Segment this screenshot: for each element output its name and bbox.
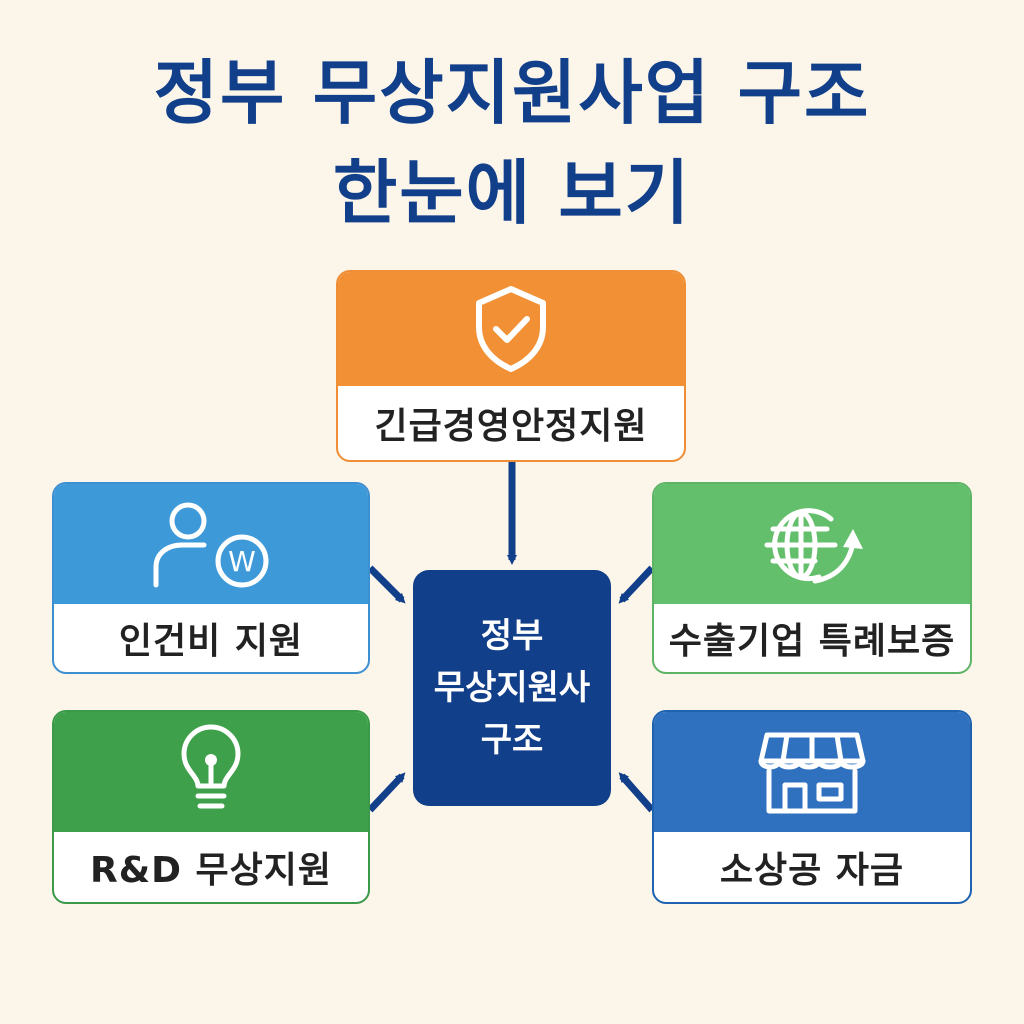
card-emergency-header: [338, 272, 684, 386]
card-export-guarantee: 수출기업 특례보증: [652, 482, 972, 674]
card-rnd-header: [54, 712, 368, 832]
card-smallbiz-fund: 소상공 자금: [652, 710, 972, 904]
arrow-from-smallbiz: [618, 772, 655, 813]
card-labor-label: 인건비 지원: [118, 621, 304, 662]
person-won-icon: W: [153, 502, 269, 588]
lightbulb-icon: [181, 724, 241, 809]
arrow-from-export: [618, 565, 655, 604]
storefront-icon: [758, 732, 866, 814]
card-export-header: [654, 484, 970, 604]
arrow-from-rnd: [367, 772, 406, 813]
center-line-3: 구조: [480, 720, 544, 760]
page-title-line-2: 한눈에 보기: [332, 152, 692, 234]
page-title-line-1: 정부 무상지원사업 구조: [153, 52, 871, 134]
center-line-2: 무상지원사: [433, 668, 591, 708]
center-hub-box: 정부 무상지원사 구조: [413, 570, 611, 806]
card-emergency-support: 긴급경영안정지원: [336, 270, 686, 462]
card-rnd-support: R&D 무상지원: [52, 710, 370, 904]
shield-check-icon: [476, 286, 546, 372]
card-labor-header: W: [54, 484, 368, 604]
card-rnd-label: R&D 무상지원: [89, 850, 332, 891]
won-symbol: W: [228, 545, 256, 578]
card-smallbiz-header: [654, 712, 970, 832]
card-smallbiz-label: 소상공 자금: [719, 850, 905, 891]
center-line-1: 정부: [480, 616, 544, 656]
globe-arrow-icon: [764, 508, 863, 584]
card-emergency-label: 긴급경영안정지원: [374, 406, 648, 447]
card-export-label: 수출기업 특례보증: [668, 621, 956, 662]
arrow-from-labor: [367, 565, 406, 604]
card-labor-support: W 인건비 지원: [52, 482, 370, 674]
